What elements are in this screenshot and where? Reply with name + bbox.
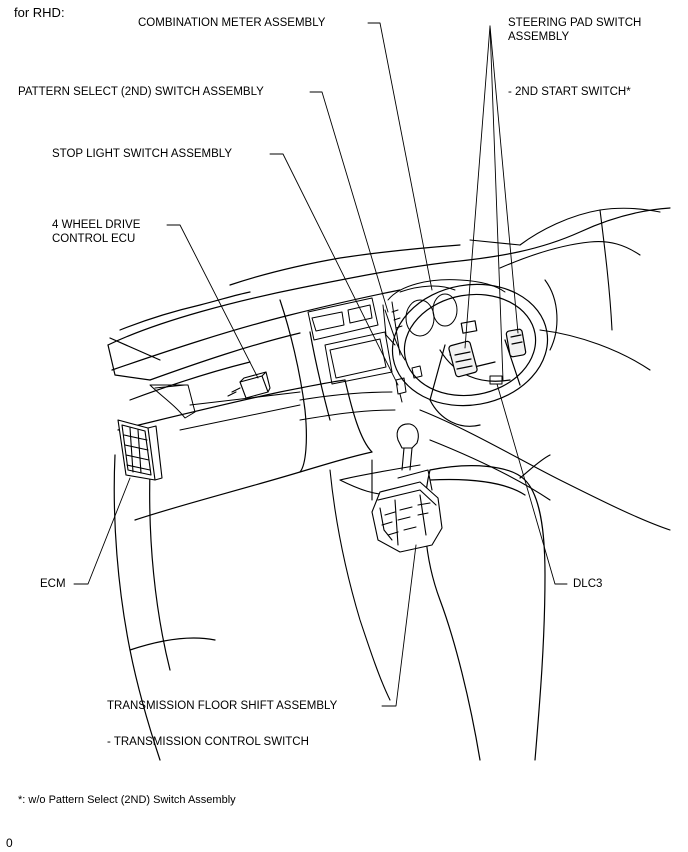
- label-steering-pad-switch: STEERING PAD SWITCH ASSEMBLY: [508, 17, 642, 43]
- right-dash: [339, 207, 671, 531]
- page-title: for RHD:: [14, 5, 65, 20]
- stop-light-switch: [395, 365, 423, 403]
- label-stop-light-switch: STOP LIGHT SWITCH ASSEMBLY: [52, 148, 233, 160]
- page-marker: 0: [6, 836, 13, 850]
- label-transmission-floor-shift: TRANSMISSION FLOOR SHIFT ASSEMBLY: [107, 700, 338, 712]
- dlc3-connector: [489, 375, 503, 385]
- leader-lines: [73, 22, 568, 707]
- transmission-floor-shift: [371, 481, 443, 553]
- dashboard-outline: [107, 207, 671, 761]
- ecm-unit: [117, 419, 163, 481]
- combination-meter: [382, 279, 506, 361]
- footnote: *: w/o Pattern Select (2ND) Switch Assem…: [18, 794, 236, 806]
- shift-lever: [396, 423, 433, 491]
- four-wd-ecu: [227, 371, 271, 399]
- label-2nd-start-switch: - 2ND START SWITCH*: [508, 86, 631, 98]
- label-pattern-select-switch: PATTERN SELECT (2ND) SWITCH ASSEMBLY: [18, 86, 264, 98]
- label-ecm: ECM: [40, 578, 66, 590]
- center-console: [149, 297, 396, 431]
- label-transmission-control-switch: - TRANSMISSION CONTROL SWITCH: [107, 736, 309, 748]
- steering-wheel: [391, 283, 549, 427]
- label-dlc3: DLC3: [573, 578, 603, 590]
- label-4wd-control-ecu: 4 WHEEL DRIVE CONTROL ECU: [52, 219, 141, 245]
- label-combination-meter: COMBINATION METER ASSEMBLY: [138, 17, 326, 29]
